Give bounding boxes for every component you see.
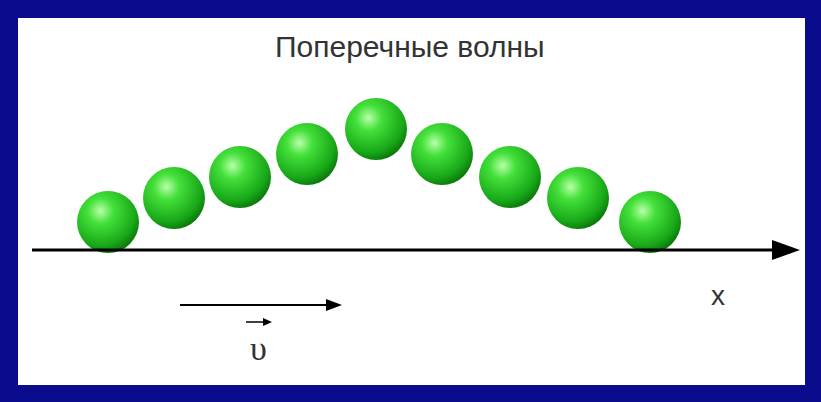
x-axis [32,240,800,260]
axis-label: x [711,281,725,312]
particles [77,98,681,253]
velocity-arrow [180,299,342,326]
velocity-symbol: υ [250,330,267,367]
white-panel [18,18,805,385]
diagram-title: Поперечные волны [275,30,545,63]
